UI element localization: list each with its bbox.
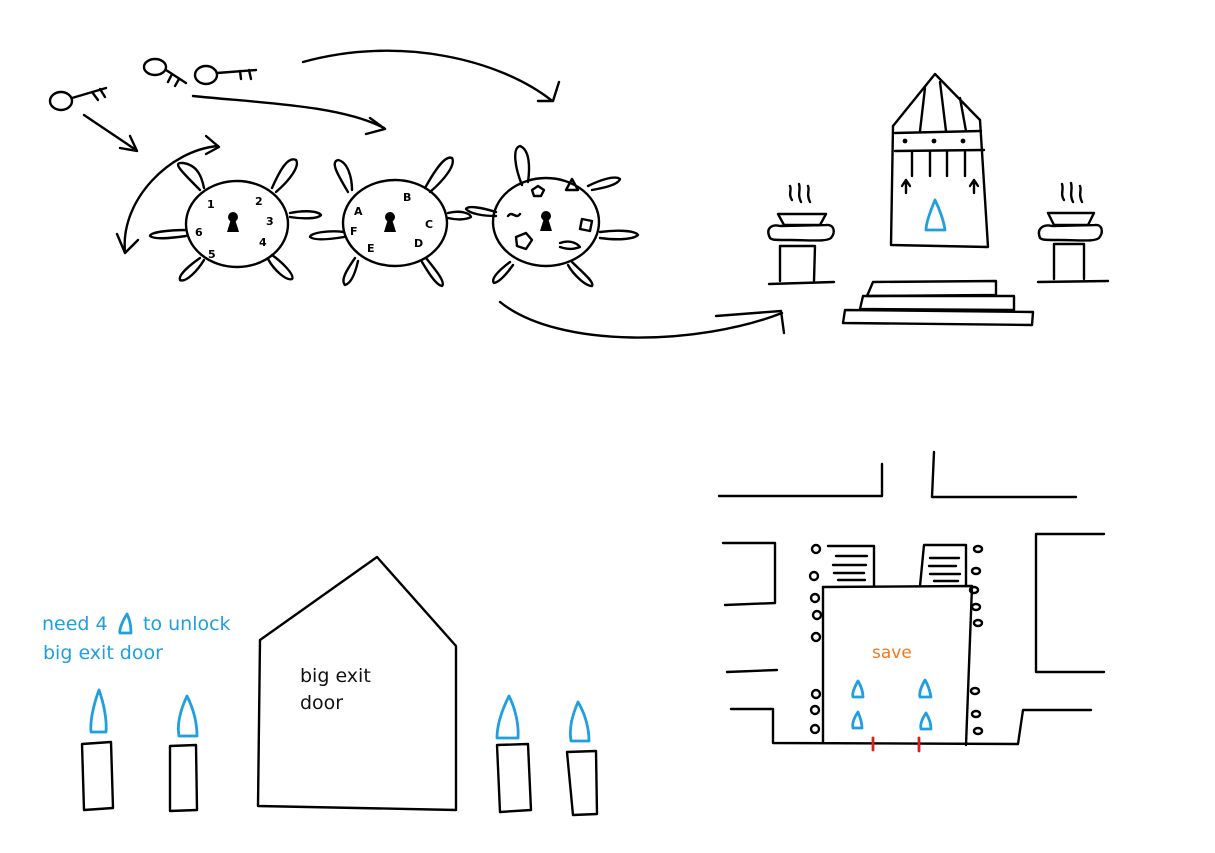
rotation-arrow [115, 134, 221, 255]
key-icon-2 [142, 57, 188, 88]
letter-lock-glyph-c: C [425, 218, 433, 231]
legend-text-to-unlock: to unlock [143, 613, 231, 635]
letter-lock-glyph-a: A [354, 205, 363, 218]
crystal-icon-legend [118, 612, 133, 635]
map-save-label: save [872, 643, 912, 663]
number-lock-glyph-3: 3 [266, 215, 274, 228]
legend-text-need-count: need 4 [42, 613, 108, 635]
floor-plan-map [717, 450, 1106, 747]
arrow-to-altar [498, 300, 786, 339]
number-lock-glyph-2: 2 [255, 195, 263, 208]
key-icon-1 [48, 86, 108, 112]
arrow-key-to-lock-3 [301, 49, 561, 103]
crystal-icon-candle-1 [89, 688, 108, 734]
number-lock-glyph-6: 6 [195, 226, 203, 239]
crystal-icon-candle-2 [177, 694, 199, 738]
door-label-line1: big exit [300, 665, 371, 687]
crystal-icon-altar [924, 198, 947, 232]
map-right-markers [968, 544, 984, 736]
letter-lock-glyph-f: F [350, 225, 358, 238]
door-label-line2: door [300, 692, 344, 714]
altar-steps [841, 279, 1035, 327]
number-lock-glyph-1: 1 [207, 198, 215, 211]
number-lock-wheel [148, 158, 323, 282]
arrow-key-to-lock-2 [191, 94, 387, 136]
candle-3 [495, 742, 533, 814]
letter-lock-glyph-d: D [414, 237, 423, 250]
crystal-icon-map-3 [851, 710, 864, 730]
candle-4 [565, 749, 599, 817]
left-brazier-pillar [767, 182, 836, 286]
big-exit-door [256, 555, 458, 812]
number-lock-glyph-4: 4 [259, 236, 267, 249]
letter-lock-glyph-e: E [367, 242, 375, 255]
map-left-markers [808, 543, 823, 735]
letter-lock-wheel [308, 156, 473, 288]
arrow-key-to-lock-1 [82, 113, 139, 153]
letter-lock-glyph-b: B [403, 191, 411, 204]
number-lock-glyph-5: 5 [208, 248, 216, 261]
shape-lock-wheel [464, 144, 640, 288]
shrine-altar [889, 72, 990, 249]
right-brazier-pillar [1036, 181, 1110, 284]
candle-2 [168, 743, 199, 813]
crystal-icon-candle-4 [569, 700, 591, 743]
key-icon-3 [193, 64, 258, 86]
crystal-icon-map-1 [851, 679, 865, 699]
map-red-markers [871, 736, 921, 753]
legend-text-big-exit-door: big exit door [43, 642, 163, 664]
crystal-icon-map-4 [919, 711, 933, 731]
crystal-icon-map-2 [918, 678, 933, 699]
crystal-icon-candle-3 [495, 694, 520, 740]
candle-1 [80, 740, 115, 812]
